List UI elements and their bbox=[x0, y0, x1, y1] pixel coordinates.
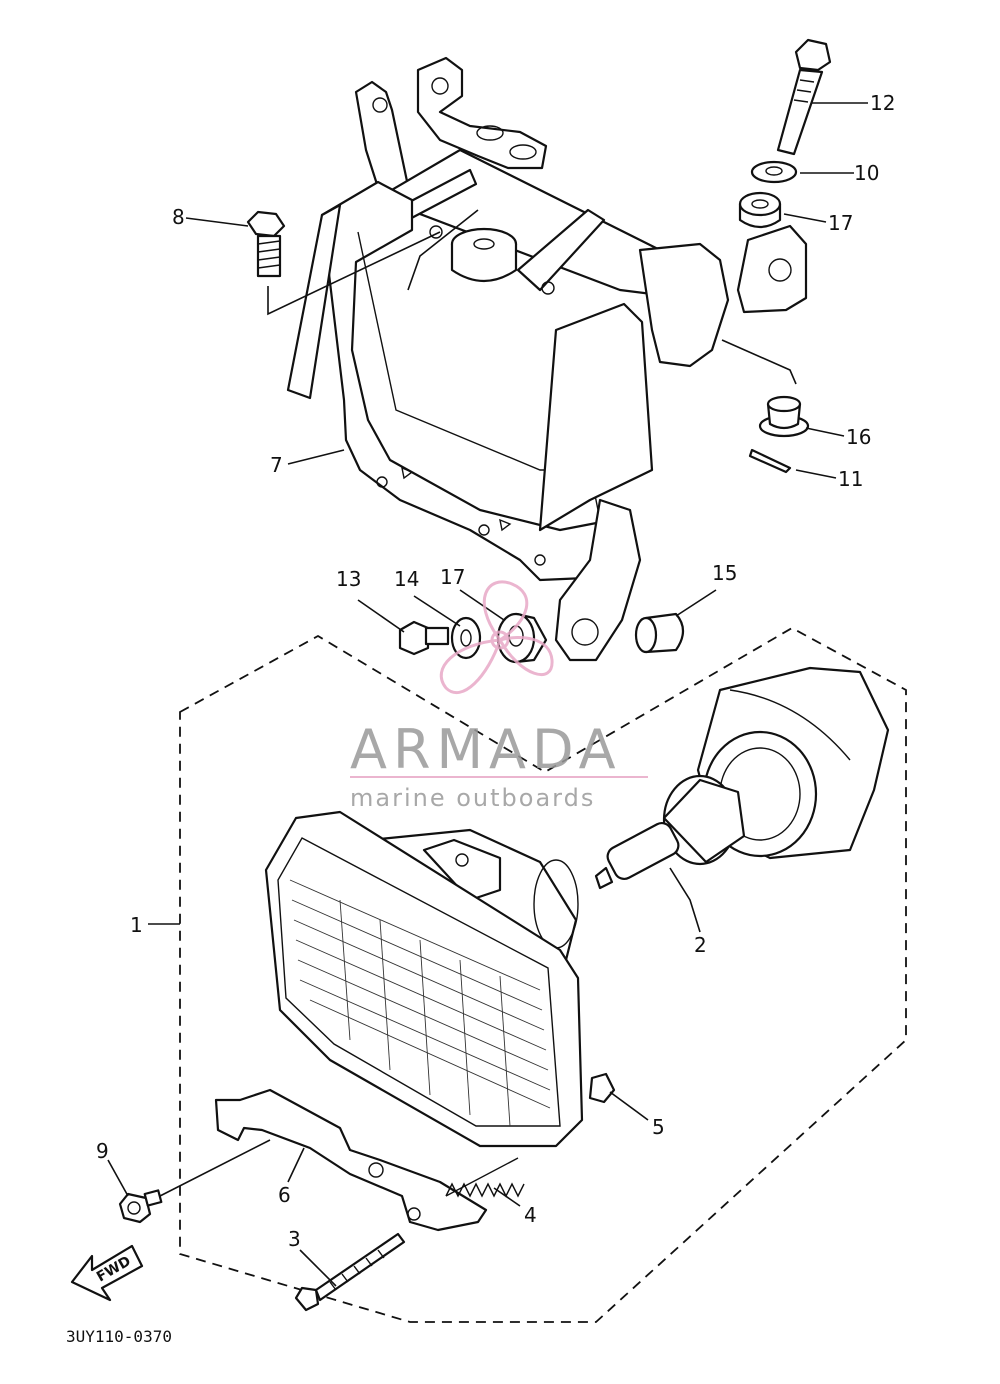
watermark-divider bbox=[350, 776, 648, 778]
callout-12: 12 bbox=[870, 91, 895, 115]
callout-17b: 17 bbox=[440, 565, 465, 589]
screw-3-icon bbox=[294, 1232, 406, 1312]
bulb-socket-housing bbox=[696, 666, 890, 860]
diagram-code: 3UY110-0370 bbox=[66, 1327, 172, 1346]
collar-17-upper-icon bbox=[738, 191, 782, 229]
callout-10: 10 bbox=[854, 161, 879, 185]
callout-13: 13 bbox=[336, 567, 361, 591]
bolt-8-icon bbox=[246, 210, 286, 278]
callout-17a: 17 bbox=[828, 211, 853, 235]
bulb-2-icon bbox=[594, 774, 746, 890]
callout-1: 1 bbox=[130, 913, 143, 937]
callout-2: 2 bbox=[694, 933, 707, 957]
screw-9-icon bbox=[118, 1189, 163, 1224]
leader-lines bbox=[107, 102, 868, 1287]
washer-14-icon bbox=[450, 616, 482, 660]
callout-3: 3 bbox=[288, 1227, 301, 1251]
headlight-assembly-boundary bbox=[179, 626, 907, 1323]
bolt-12-icon bbox=[776, 38, 832, 156]
watermark-tagline: marine outboards bbox=[350, 784, 595, 812]
watermark-brand-name: ARMADA bbox=[350, 718, 622, 781]
callout-5: 5 bbox=[652, 1115, 665, 1139]
callout-14: 14 bbox=[394, 567, 419, 591]
armada-watermark: ARMADA marine outboards bbox=[350, 580, 648, 812]
callout-9: 9 bbox=[96, 1139, 109, 1163]
grommet-16-icon bbox=[758, 395, 810, 438]
callout-4: 4 bbox=[524, 1203, 537, 1227]
callout-6: 6 bbox=[278, 1183, 291, 1207]
callout-16: 16 bbox=[846, 425, 871, 449]
propeller-logo-icon bbox=[439, 580, 554, 695]
headlight-unit bbox=[264, 810, 584, 1148]
headlight-stay-bracket bbox=[286, 56, 808, 662]
forward-direction-arrow: FWD bbox=[70, 1244, 144, 1302]
nut-5-icon bbox=[588, 1072, 616, 1104]
bolt-13-icon bbox=[398, 620, 450, 656]
callout-8: 8 bbox=[172, 205, 185, 229]
spring-4-icon bbox=[445, 1157, 525, 1198]
bracket-6-icon bbox=[214, 1088, 488, 1232]
callout-7: 7 bbox=[270, 453, 283, 477]
callout-11: 11 bbox=[838, 467, 863, 491]
callout-15: 15 bbox=[712, 561, 737, 585]
collar-15-icon bbox=[634, 612, 685, 654]
washer-10-icon bbox=[750, 160, 798, 184]
clip-11-icon bbox=[748, 448, 792, 474]
